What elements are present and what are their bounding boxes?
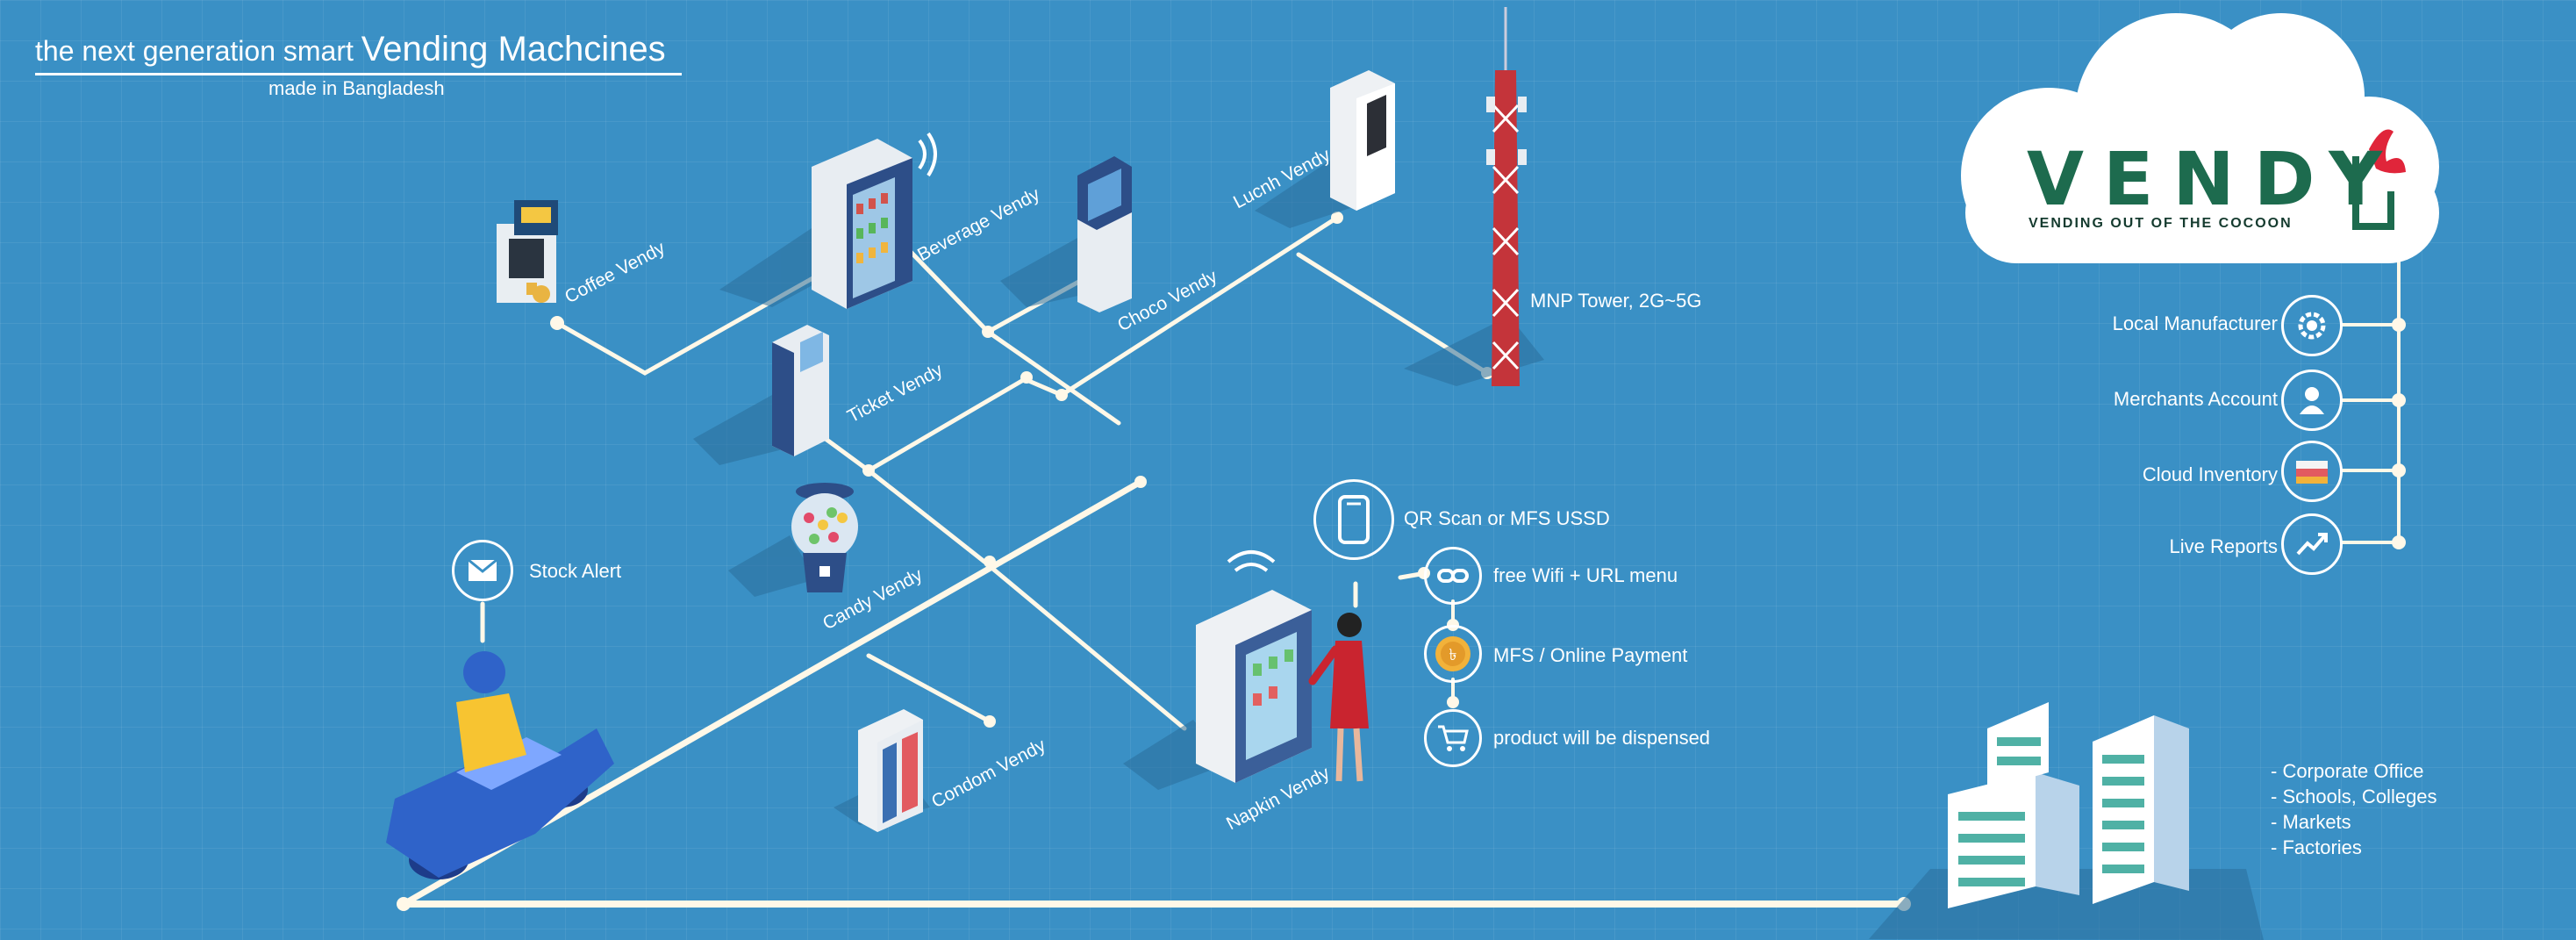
napkin-vendy-machine: [1196, 550, 1312, 783]
beverage-vendy-machine: [812, 132, 937, 309]
taka-coin-icon: ৳: [1424, 625, 1482, 683]
destination-item: - Schools, Colleges: [2271, 786, 2437, 807]
label-dispensed: product will be dispensed: [1493, 727, 1711, 749]
mnp-tower: [1486, 7, 1527, 386]
destination-list: - Corporate Office - Schools, Colleges -…: [2271, 758, 2437, 860]
condom-vendy-machine: [858, 709, 923, 832]
header-title: the next generation smart Vending Machci…: [35, 30, 666, 69]
header-subtitle: made in Bangladesh: [268, 77, 445, 99]
cloud-shape: [1961, 13, 2439, 263]
destination-item: - Corporate Office: [2271, 760, 2424, 782]
label-wifi-menu: free Wifi + URL menu: [1493, 564, 1678, 586]
gear-icon: [2281, 295, 2343, 356]
label-stock-alert: Stock Alert: [529, 560, 622, 582]
ticket-vendy-machine: [772, 325, 829, 456]
trend-icon: [2281, 513, 2343, 575]
phone-icon: [1313, 479, 1394, 560]
office-buildings: [1948, 702, 2189, 908]
destination-item: - Markets: [2271, 811, 2351, 833]
feature-local-manufacturer: Local Manufacturer: [2112, 312, 2278, 334]
vendy-logo: VENDY: [2027, 136, 2402, 222]
label-qr-scan: QR Scan or MFS USSD: [1404, 507, 1610, 529]
link-icon: [1424, 547, 1482, 605]
logo-tagline: VENDING OUT OF THE COCOON: [2029, 216, 2293, 231]
lunch-vendy-machine: [1330, 70, 1395, 211]
choco-vendy-machine: [1077, 156, 1132, 312]
user-icon: [2281, 370, 2343, 431]
feature-merchants-account: Merchants Account: [2113, 388, 2278, 410]
delivery-rider: [386, 651, 614, 879]
label-mnp-tower: MNP Tower, 2G~5G: [1530, 290, 1702, 312]
cart-icon: [1424, 709, 1482, 767]
svg-text:৳: ৳: [1449, 646, 1457, 664]
header-underline: [35, 73, 682, 75]
feature-cloud-inventory: Cloud Inventory: [2142, 463, 2278, 485]
header-highlight: Vending Machcines: [361, 30, 666, 68]
logo-cocoon-icon: [2352, 129, 2406, 230]
label-online-payment: MFS / Online Payment: [1493, 644, 1688, 666]
header-prefix: the next generation smart: [35, 35, 354, 67]
stock-alert-icon: [452, 540, 513, 601]
feature-live-reports: Live Reports: [2169, 535, 2278, 557]
inventory-icon: [2281, 441, 2343, 502]
candy-vendy-machine: [791, 483, 858, 592]
customer-figure: [1308, 613, 1369, 782]
destination-item: - Factories: [2271, 836, 2362, 858]
coffee-vendy-machine: [497, 200, 558, 303]
